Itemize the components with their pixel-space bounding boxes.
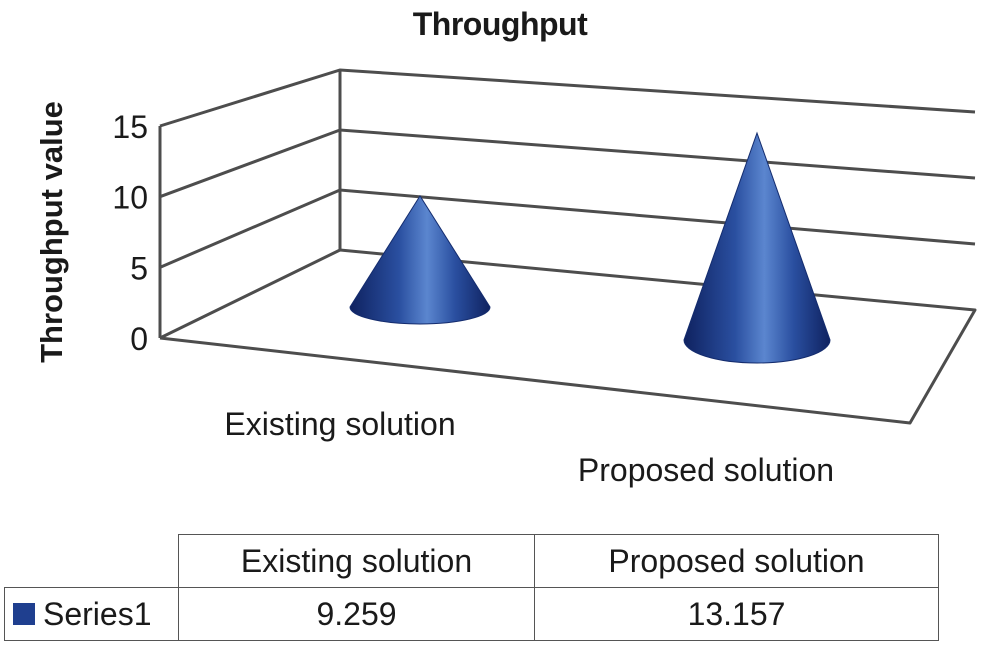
cone-bar-1 xyxy=(349,194,491,325)
gridline xyxy=(159,68,976,128)
y-tick-label: 15 xyxy=(112,109,148,145)
gridline xyxy=(159,188,976,269)
floor-outline xyxy=(159,248,977,425)
legend-swatch xyxy=(13,603,35,626)
table-corner-cell xyxy=(4,534,179,588)
table-row: Series1 9.259 13.157 xyxy=(4,587,939,641)
table-header-proposed: Proposed solution xyxy=(534,534,939,588)
data-table: Existing solution Proposed solution Seri… xyxy=(4,534,939,641)
x-category-label: Existing solution xyxy=(224,406,455,442)
table-header-existing: Existing solution xyxy=(178,534,535,588)
legend-entry-series1: Series1 xyxy=(4,587,179,641)
y-axis-label: Throughput value xyxy=(34,101,69,363)
gridline xyxy=(159,128,976,199)
table-value-existing: 9.259 xyxy=(178,587,535,641)
x-category-label: Proposed solution xyxy=(578,452,834,488)
y-tick-label: 10 xyxy=(112,180,148,216)
table-value-proposed: 13.157 xyxy=(534,587,939,641)
legend-label: Series1 xyxy=(43,595,152,632)
cone-bar-2 xyxy=(683,131,831,364)
chart-title: Throughput xyxy=(412,6,588,42)
table-header-row: Existing solution Proposed solution xyxy=(4,534,939,588)
y-tick-label: 0 xyxy=(130,321,148,357)
y-tick-label: 5 xyxy=(130,250,148,286)
